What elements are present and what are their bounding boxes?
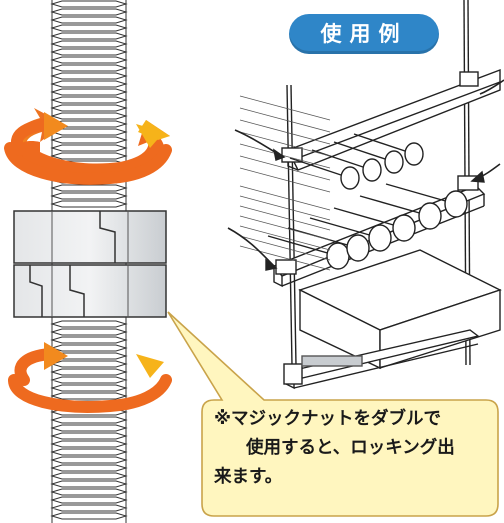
hatch-line [239, 119, 331, 145]
rotation-arrow-icon [4, 108, 172, 185]
thread-ridge [50, 496, 128, 504]
thread-ridge [50, 144, 128, 152]
installation-illustration [227, 0, 504, 390]
thread-ridge [50, 184, 128, 192]
hatch-line [239, 95, 331, 121]
thread-ridge [50, 48, 128, 56]
thread-ridge [50, 320, 128, 328]
thread-ridge [50, 200, 128, 208]
thread-ridge [50, 0, 128, 8]
pipe-line [333, 207, 405, 229]
usage-example-label: 使用例 [320, 22, 408, 46]
thread-ridge [50, 104, 128, 112]
thread-ridge [50, 16, 128, 24]
thread-ridge [50, 72, 128, 80]
thread-ridge [50, 96, 128, 104]
thread-ridge [50, 480, 128, 488]
hatch-line [239, 235, 331, 261]
pipe-line [353, 133, 415, 155]
thread-ridge [50, 504, 128, 512]
thread-ridge [50, 336, 128, 344]
thread-ridge [50, 88, 128, 96]
thread-ridge [50, 328, 128, 336]
pipe-line [309, 217, 381, 239]
thread-ridge [50, 32, 128, 40]
callout-note: ※マジックナットをダブルで 使用すると、ロッキング出 来ます。 [208, 405, 496, 513]
thread-ridge [50, 360, 128, 368]
hatch-line [239, 155, 331, 181]
pipe-line [311, 149, 373, 171]
pipe-end [444, 190, 468, 218]
thread-ridge [50, 344, 128, 352]
thread-ridge [50, 64, 128, 72]
pipe-end [384, 150, 404, 174]
usage-example-badge: 使用例 [289, 14, 439, 54]
pipe-line [385, 183, 457, 205]
hatch-line [239, 107, 331, 133]
hatch-line [239, 143, 331, 169]
thread-ridge [50, 24, 128, 32]
pipe-end [418, 202, 442, 230]
hatch-line [239, 245, 331, 271]
thread-ridge [50, 40, 128, 48]
thread-ridge [50, 192, 128, 200]
thread-ridge [50, 416, 128, 424]
thread-ridge [50, 80, 128, 88]
pipe-line [333, 141, 395, 163]
thread-ridge [50, 384, 128, 392]
thread-ridge [50, 488, 128, 496]
note-line-2: 使用すると、ロッキング出 [246, 438, 455, 458]
pipe-end [392, 214, 416, 242]
pipe-end [340, 166, 360, 190]
pipe-line [359, 195, 431, 217]
thread-ridge [50, 432, 128, 440]
thread-ridge [50, 8, 128, 16]
hatch-line [239, 225, 331, 251]
thread-ridge [50, 56, 128, 64]
pipe-line [267, 235, 339, 257]
thread-ridge [50, 456, 128, 464]
note-line-1: ※マジックナットをダブルで [214, 409, 442, 429]
hatch-line [239, 131, 331, 157]
pipe-line [289, 157, 351, 179]
thread-ridge [50, 368, 128, 376]
pipe-end [368, 224, 392, 252]
hatch-line [239, 185, 331, 211]
thread-ridge [50, 136, 128, 144]
note-line-3: 来ます。 [214, 467, 283, 487]
hatch-line [239, 195, 331, 221]
double-nut [13, 210, 167, 318]
hatch-line [239, 167, 331, 193]
thread-ridge [50, 448, 128, 456]
thread-ridge [50, 472, 128, 480]
thread-ridge [50, 376, 128, 384]
thread-ridge [50, 112, 128, 120]
rotation-arrow-icon [8, 342, 172, 413]
pipe-end [346, 234, 370, 262]
hatch-line [239, 215, 331, 241]
pipe-end [326, 242, 350, 270]
pipe-end [404, 142, 424, 166]
thread-ridge [50, 464, 128, 472]
thread-ridge [50, 512, 128, 520]
thread-ridge [50, 424, 128, 432]
pipe-end [362, 158, 382, 182]
thread-ridge [50, 152, 128, 160]
hatch-line [239, 205, 331, 231]
thread-ridge [50, 392, 128, 400]
callout-balloon [167, 311, 499, 517]
thread-ridge [50, 440, 128, 448]
